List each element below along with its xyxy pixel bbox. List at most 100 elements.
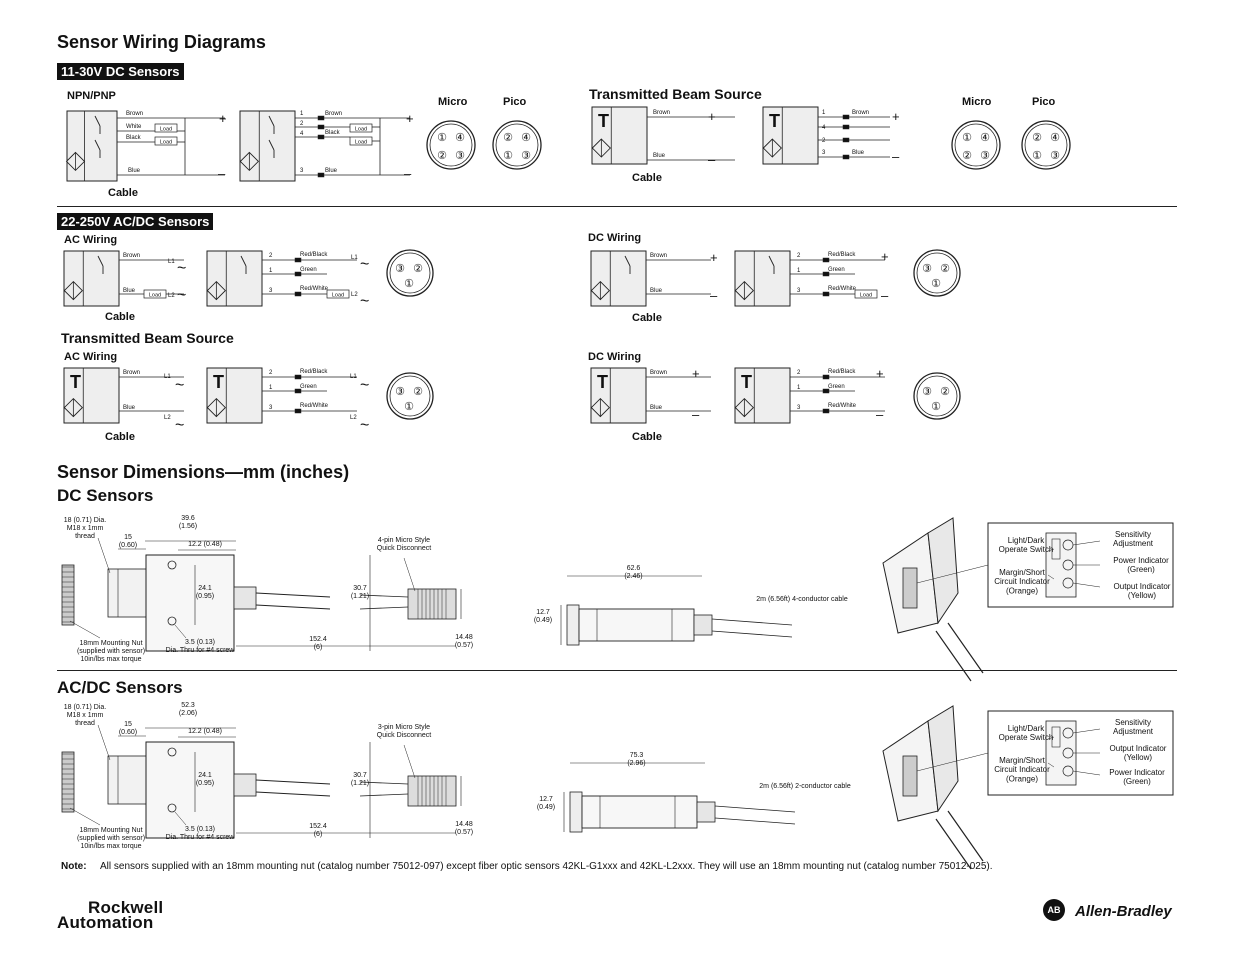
load-label: Load [160,139,172,145]
wire-label: Brown [852,110,869,116]
connector-pin-number: ② [503,132,513,144]
load-box [154,136,178,146]
section-bar-acdc: 22-250V AC/DC Sensors [57,213,214,230]
dimension-label: 14.48(0.57) [455,634,473,649]
wire-label: Black [126,135,142,141]
cable-label: Cable [632,312,662,324]
dimension-label: 12.2 (0.48) [188,541,222,548]
pin-label: 3 [822,150,826,156]
ac-tilde: ~ [360,417,369,434]
switch-symbol [268,115,275,127]
line-label-l2: L2 [164,415,171,421]
acdc-sensors-heading: AC/DC Sensors [57,678,183,697]
wire-terminal-tab [842,154,850,160]
pico-connector-icon [492,120,542,170]
side-cap [569,791,583,833]
connector-pin-number: ① [404,278,414,290]
wire-terminal-tab [294,291,302,297]
wire-terminal-tab [294,408,302,414]
micro-connector-icon [951,120,1001,170]
wire-terminal-tab [842,137,850,143]
mounting-nut [61,564,75,626]
micro-connector-icon [386,372,434,420]
wire-terminal-tab [317,124,325,130]
polarity-minus: – [876,407,884,422]
dc-wiring-label: DC Wiring [588,351,642,363]
sensor-body [206,250,263,307]
ac-tilde: ~ [177,260,186,277]
sensor-body [734,250,791,307]
polarity-minus: – [710,288,718,303]
strain-relief [233,586,257,610]
connector-pin-number: ② [940,386,950,398]
switch-symbol [240,255,247,267]
switch-symbol [624,255,631,267]
wire-label: Red/Black [828,369,856,375]
cable-line [255,592,331,598]
wire-terminal-tab [822,374,830,380]
load-label: Load [332,292,344,298]
cable-line [935,630,972,682]
wire-label: Blue [852,150,865,156]
cable-line [255,791,331,797]
side-strain-relief [696,801,716,823]
wire-label: Red/White [300,403,329,409]
transmitted-beam-source-heading: Transmitted Beam Source [61,330,234,346]
wire-label: Brown [126,111,143,117]
dimension-label: 75.3(2.96) [627,752,645,767]
note-label: Note: [61,861,87,872]
wire-label: Green [828,384,845,390]
leader-line [1047,548,1055,552]
sensor-body [239,110,296,182]
cable-line [359,594,409,598]
polarity-plus: + [876,366,884,381]
pin-label: 2 [300,121,304,127]
dimension-label: 24.1(0.95) [196,585,214,600]
wire-label: Blue [653,153,666,159]
wire-label: Red/Black [300,252,328,258]
cable-line [714,817,796,825]
connector-pin-number: ② [437,150,447,162]
connector-pin-number: ① [404,401,414,413]
connector-pin-number: ① [931,401,941,413]
leader-line [1047,762,1055,768]
micro-connector-icon-inner [916,252,958,294]
connector-pin-number: ③ [395,386,405,398]
wire-label: Brown [123,370,140,376]
pin-label: 2 [822,138,826,144]
leader-line [916,564,989,584]
leader-line [403,744,416,779]
divider [57,206,1177,207]
wire-label: Black [325,130,341,136]
quick-disconnect [407,588,457,620]
cable-line [711,630,793,638]
wire-label: Brown [123,253,140,259]
leader-line [1072,728,1101,734]
pin-label: 2 [269,370,273,376]
load-box [326,289,350,299]
connector-pin-number: ② [962,150,972,162]
mount-hole [167,803,177,813]
indicator-label: Power Indicator(Green) [1109,768,1165,786]
wire-label: Green [300,384,317,390]
sensor-body [66,110,118,182]
connector-pin-number: ① [1032,150,1042,162]
connector-pin-number: ④ [980,132,990,144]
pin-label: 1 [797,385,801,391]
dimension-label: 24.1(0.95) [196,772,214,787]
polarity-minus: – [404,166,412,181]
wire-label: Brown [650,253,667,259]
mounting-nut [61,751,75,813]
load-box [143,289,167,299]
wire-label: Red/White [828,286,857,292]
dimension-label: 18mm Mounting Nut(supplied with sensor)1… [77,827,145,850]
dimension-label: 52.3(2.06) [179,702,197,717]
wire-label: Red/Black [828,252,856,258]
wire-label: Red/Black [300,369,328,375]
